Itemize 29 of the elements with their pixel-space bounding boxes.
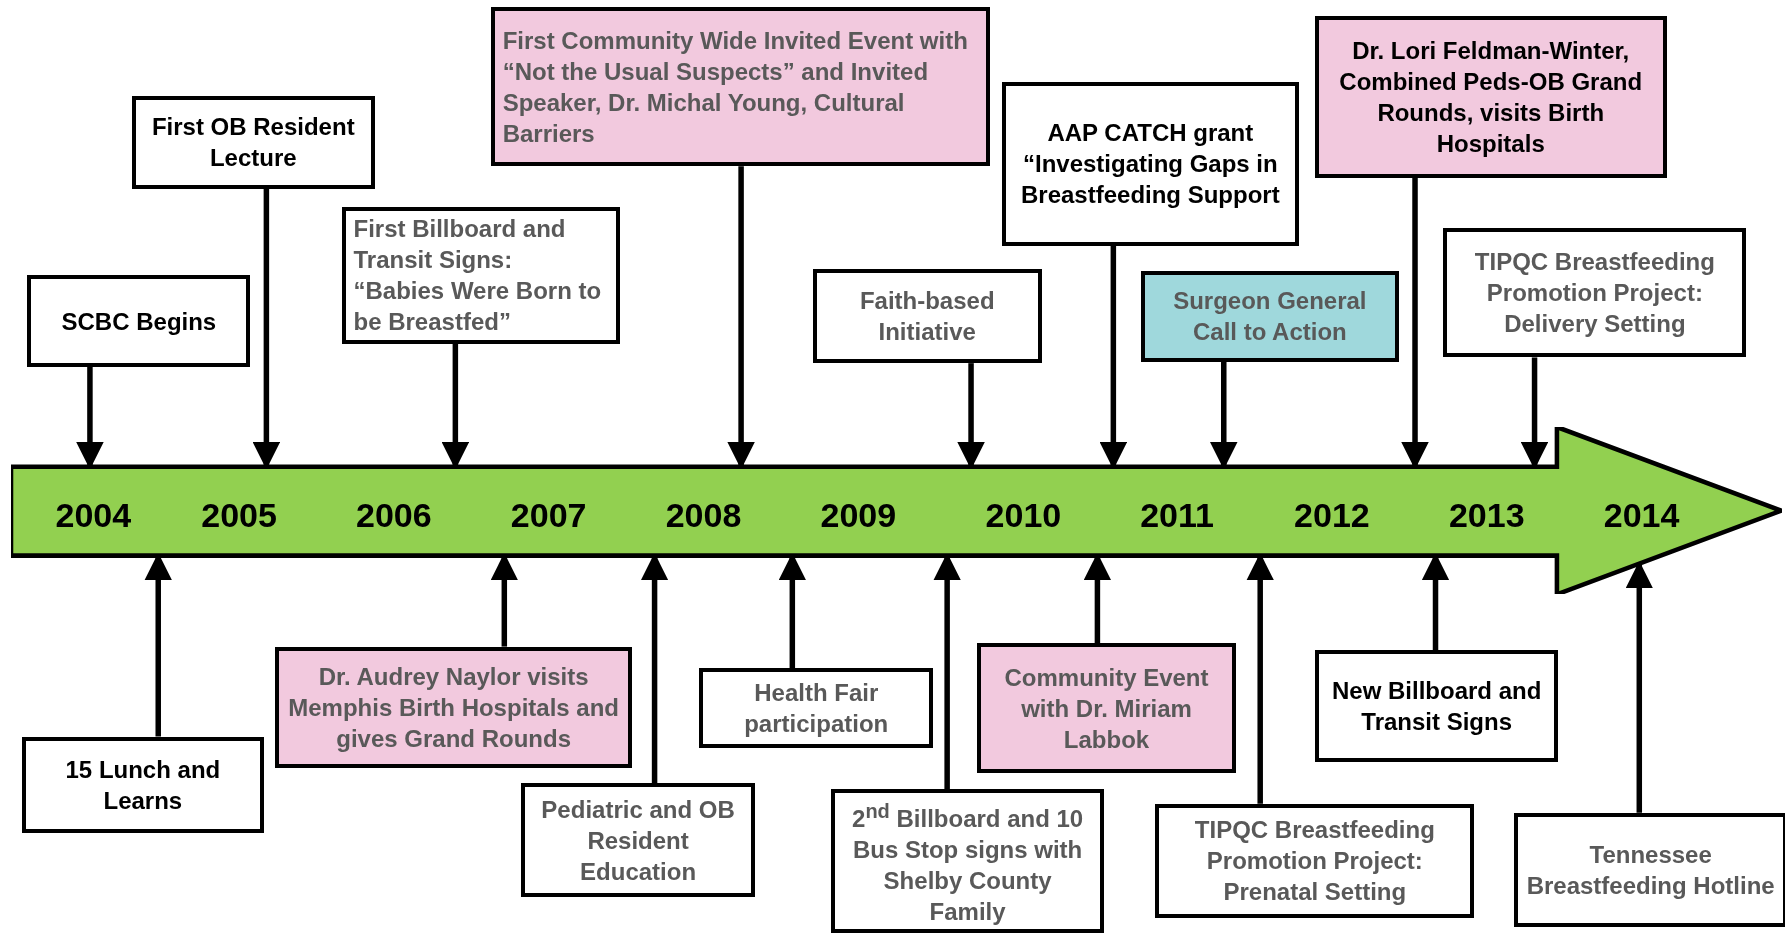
year-label: 2011	[1140, 495, 1214, 535]
year-label: 2013	[1448, 495, 1525, 535]
event-box: Health Fair participation	[698, 668, 934, 748]
event-box: First Community Wide Invited Event with “Not the Usual Suspects” and Invited Speaker, Dr. Michal Young, Cultural Barriers	[490, 6, 991, 167]
year-label: 2007	[510, 495, 587, 535]
event-box: SCBC Begins	[27, 275, 251, 367]
event-box: TIPQC Breastfeeding Promotion Project: Prenatal Setting	[1155, 803, 1475, 918]
event-box: AAP CATCH grant “Investigating Gaps in Breastfeeding Support	[1001, 81, 1299, 246]
year-label: 2005	[201, 495, 277, 535]
event-box: First Billboard and Transit Signs: “Babies Were Born to be Breastfed”	[341, 207, 621, 344]
event-box: Tennessee Breastfeeding Hotline	[1514, 812, 1785, 927]
event-box: Pediatric and OB Resident Education	[521, 783, 755, 898]
year-label: 2008	[665, 495, 742, 535]
year-label: 2010	[985, 495, 1062, 535]
event-box: 15 Lunch and Learns	[21, 736, 265, 834]
event-box: Faith-based Initiative	[812, 268, 1042, 364]
year-label: 2009	[820, 495, 897, 535]
year-label: 2004	[55, 495, 132, 535]
event-box: New Billboard and Transit Signs	[1314, 650, 1559, 762]
event-box: 2$^{nd}$ Billboard and 10 Bus Stop signs with Shelby County Family	[831, 788, 1105, 934]
year-label: 2014	[1603, 495, 1680, 535]
event-box: TIPQC Breastfeeding Promotion Project: Delivery Setting	[1443, 227, 1747, 358]
event-box: Dr. Lori Feldman-Winter, Combined Peds-OB Grand Rounds, visits Birth Hospitals	[1314, 15, 1667, 178]
event-box: First OB Resident Lecture	[132, 95, 375, 189]
year-label: 2006	[356, 495, 432, 535]
event-box: Community Event with Dr. Miriam Labbok	[976, 643, 1237, 773]
event-box: Surgeon General Call to Action	[1140, 270, 1400, 362]
event-box: Dr. Audrey Naylor visits Memphis Birth Hospitals and gives Grand Rounds	[275, 646, 632, 769]
year-label: 2012	[1294, 495, 1370, 535]
